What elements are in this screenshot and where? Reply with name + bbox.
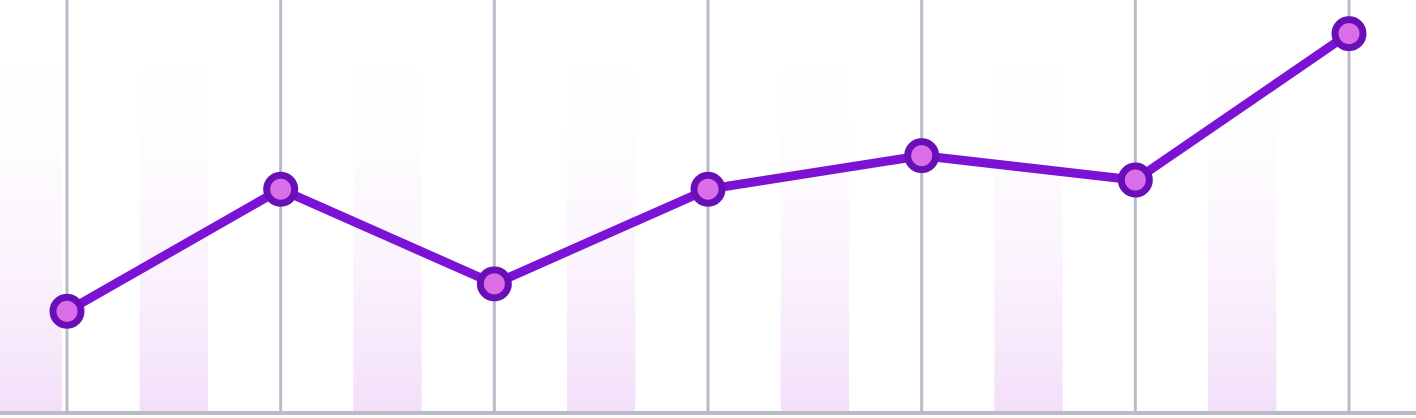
data-point [1117,162,1153,198]
background-bands [0,30,1277,412]
data-point [690,171,726,207]
background-band [139,30,209,412]
data-point [476,266,512,302]
data-point [1331,16,1367,52]
data-point [263,171,299,207]
data-point [49,293,85,329]
background-band [353,30,422,412]
background-band [780,30,850,412]
background-band [566,30,636,412]
background-band [0,30,62,412]
background-band [994,30,1063,412]
series-layer [49,16,1367,329]
data-point [904,138,940,174]
